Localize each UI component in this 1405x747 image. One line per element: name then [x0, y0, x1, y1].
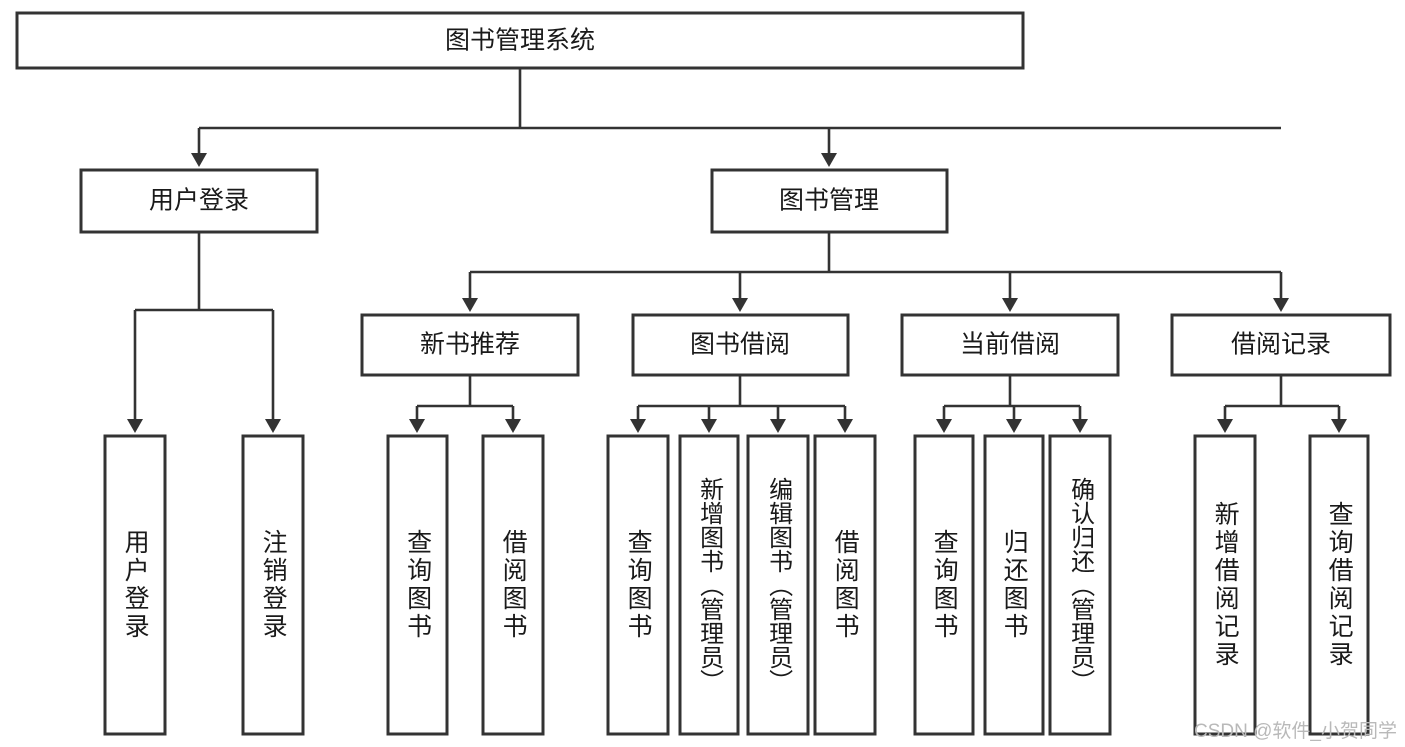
leaf-node[interactable]: [746, 434, 810, 736]
node-book-borrow[interactable]: 图书借阅: [631, 313, 850, 377]
leaf-node[interactable]: [481, 434, 545, 736]
leaf-node[interactable]: [983, 434, 1045, 736]
leaf-node-boxes: [103, 434, 1370, 736]
node-root-label: 图书管理系统: [445, 27, 595, 55]
connector-root-to-level2: [191, 68, 1281, 167]
leaf-node[interactable]: [606, 434, 670, 736]
leaf-node[interactable]: [1308, 434, 1370, 736]
connector-book-borrow-to-leaves: [630, 375, 853, 433]
leaf-node[interactable]: [913, 434, 975, 736]
node-new-book-recommend-label: 新书推荐: [420, 331, 520, 359]
node-book-management[interactable]: 图书管理: [710, 168, 949, 234]
connector-current-borrow-to-leaves: [936, 375, 1088, 433]
leaf-node[interactable]: [813, 434, 877, 736]
leaf-node[interactable]: [1193, 434, 1257, 736]
connector-book-mgmt-to-level3: [462, 232, 1289, 312]
leaf-node[interactable]: [1048, 434, 1112, 736]
connector-user-login-to-leaves: [127, 232, 281, 433]
connector-new-book-to-leaves: [409, 375, 521, 433]
leaf-node[interactable]: [103, 434, 167, 736]
node-borrow-record-label: 借阅记录: [1231, 331, 1331, 359]
node-current-borrow-label: 当前借阅: [960, 331, 1060, 359]
node-book-borrow-label: 图书借阅: [690, 331, 790, 359]
node-user-login-label: 用户登录: [149, 187, 249, 215]
node-current-borrow[interactable]: 当前借阅: [900, 313, 1120, 377]
leaf-node[interactable]: [241, 434, 305, 736]
node-book-management-label: 图书管理: [779, 187, 879, 215]
connector-borrow-record-to-leaves: [1217, 375, 1347, 433]
node-borrow-record[interactable]: 借阅记录: [1170, 313, 1392, 377]
leaf-node[interactable]: [386, 434, 449, 736]
watermark-text: CSDN @软件_小贺同学: [1194, 721, 1397, 742]
leaf-node[interactable]: [678, 434, 740, 736]
node-root[interactable]: 图书管理系统: [15, 11, 1025, 70]
node-new-book-recommend[interactable]: 新书推荐: [360, 313, 580, 377]
node-user-login[interactable]: 用户登录: [79, 168, 319, 234]
